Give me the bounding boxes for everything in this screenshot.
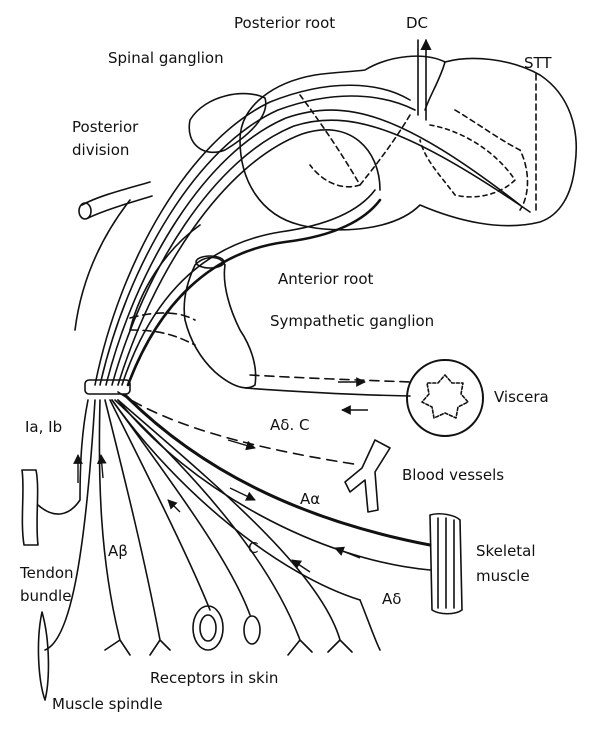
rami-communicantes bbox=[129, 312, 196, 346]
anterior-root-fiber-2 bbox=[126, 198, 382, 387]
spinal-ganglion bbox=[188, 92, 267, 154]
nerve-cut-ring bbox=[84, 379, 131, 395]
label-viscera: Viscera bbox=[494, 388, 549, 406]
skin-branch-5 bbox=[114, 399, 313, 656]
label-posterior-division-1: Posterior bbox=[72, 118, 139, 136]
tendon-fiber bbox=[37, 399, 89, 515]
viscera-lumen bbox=[421, 374, 469, 419]
anterior-root-fiber-1 bbox=[121, 189, 376, 386]
label-skeletal-2: muscle bbox=[476, 567, 530, 585]
arrow-a-delta-1 bbox=[334, 546, 361, 559]
label-blood-vessels: Blood vessels bbox=[402, 466, 504, 484]
visceral-fiber-lower bbox=[244, 387, 411, 397]
grey-matter-outline bbox=[299, 94, 529, 211]
meissner-receptor bbox=[243, 615, 261, 645]
label-dc: DC bbox=[406, 14, 428, 32]
viscera bbox=[406, 359, 484, 437]
posterior-root-fiber-5 bbox=[117, 129, 381, 386]
skin-branch-6 bbox=[117, 399, 353, 653]
arrow-abeta bbox=[96, 454, 107, 479]
skeletal-muscle bbox=[429, 513, 463, 615]
posterior-root-fiber-1 bbox=[94, 84, 411, 386]
label-posterior-root: Posterior root bbox=[234, 14, 335, 32]
pacinian-receptor-inner bbox=[199, 614, 217, 642]
cord-midline bbox=[424, 61, 446, 111]
label-anterior-root: Anterior root bbox=[278, 270, 374, 288]
sympathetic-ganglion-top bbox=[195, 255, 225, 269]
skin-branch-7 bbox=[359, 599, 381, 651]
label-c-fiber: C bbox=[248, 539, 258, 557]
arrow-blood-vessels bbox=[227, 439, 256, 451]
blood-vessel-fiber bbox=[117, 391, 361, 466]
blood-vessel bbox=[344, 439, 391, 513]
label-tendon-2: bundle bbox=[20, 587, 71, 605]
tendon-bundle bbox=[21, 469, 39, 546]
label-spinal-ganglion: Spinal ganglion bbox=[108, 49, 224, 67]
skin-branch-4 bbox=[111, 399, 251, 616]
grey-matter-right bbox=[419, 124, 516, 198]
motor-fiber-a-alpha bbox=[123, 393, 432, 547]
skin-branch-3 bbox=[109, 399, 211, 611]
skin-branch-1 bbox=[98, 399, 131, 656]
pacinian-receptor bbox=[192, 605, 224, 651]
sympathetic-ganglion bbox=[183, 256, 257, 389]
label-ia-ib: Ia, Ib bbox=[25, 418, 62, 436]
posterior-root-fiber-3 bbox=[105, 109, 521, 386]
label-a-alpha: Aα bbox=[300, 490, 320, 508]
arrow-skin-1 bbox=[167, 499, 181, 513]
skeletal-muscle-fibers bbox=[437, 517, 455, 609]
nerve-trunk-left bbox=[74, 199, 131, 331]
posterior-root-fiber-4 bbox=[111, 119, 531, 386]
label-stt: STT bbox=[524, 54, 552, 72]
label-muscle-spindle: Muscle spindle bbox=[52, 695, 163, 713]
spindle-fiber bbox=[44, 399, 96, 651]
arrow-motor bbox=[229, 487, 256, 501]
label-a-beta: Aβ bbox=[108, 542, 128, 560]
spinal-cord-outline bbox=[239, 55, 578, 231]
label-tendon-1: Tendon bbox=[19, 564, 74, 582]
sensory-fiber-c bbox=[111, 399, 361, 601]
label-a-delta: Aδ bbox=[382, 590, 401, 608]
label-posterior-division-2: division bbox=[72, 141, 129, 159]
label-sympathetic-ganglion: Sympathetic ganglion bbox=[270, 312, 434, 330]
dc-tract bbox=[418, 40, 426, 121]
label-receptors-in-skin: Receptors in skin bbox=[150, 669, 278, 687]
posterior-division bbox=[81, 181, 153, 219]
visceral-fiber-upper bbox=[249, 374, 411, 383]
posterior-division-cut bbox=[78, 202, 92, 220]
skin-branch-2 bbox=[104, 399, 171, 656]
posterior-root-fiber-2 bbox=[99, 95, 416, 386]
muscle-spindle bbox=[37, 611, 50, 701]
arrow-c-1 bbox=[291, 559, 311, 573]
label-skeletal-1: Skeletal bbox=[476, 542, 536, 560]
label-a-delta-c: Aδ. C bbox=[270, 416, 309, 434]
